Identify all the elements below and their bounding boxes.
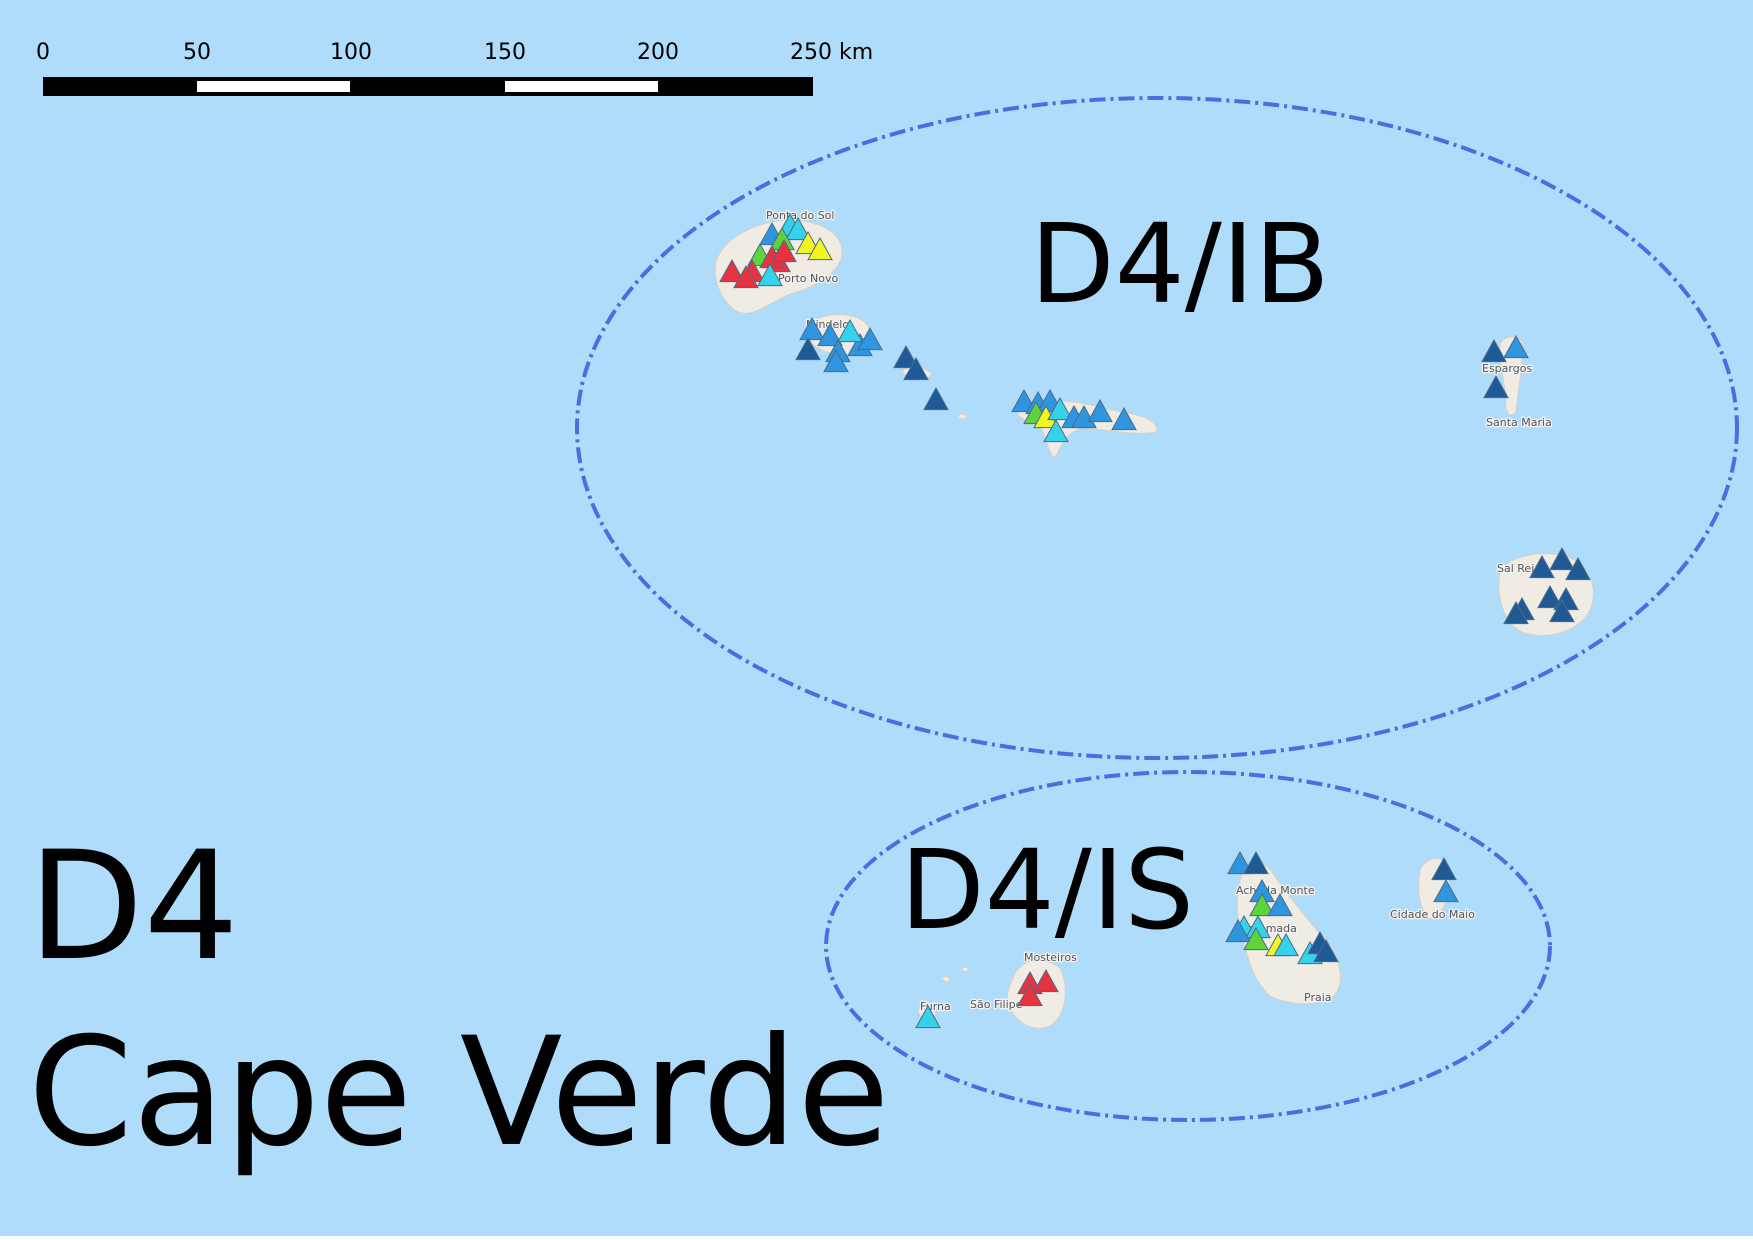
scale-bar-segment-white	[197, 81, 350, 92]
triangle-marker-icon[interactable]	[915, 1004, 941, 1029]
triangle-marker-icon[interactable]	[771, 238, 797, 263]
triangle-marker-icon[interactable]	[1433, 878, 1459, 903]
triangle-marker-icon[interactable]	[719, 258, 745, 283]
triangle-marker-icon[interactable]	[1503, 334, 1529, 359]
triangle-marker-icon[interactable]	[857, 326, 883, 351]
triangle-marker-icon[interactable]	[1431, 856, 1457, 881]
triangle-marker-icon[interactable]	[1033, 968, 1059, 993]
triangle-marker-icon[interactable]	[903, 356, 929, 381]
place-label-furna: Furna	[920, 1000, 951, 1013]
region-label-is: D4/IS	[900, 826, 1194, 954]
scale-tick-label: 150	[484, 40, 526, 65]
place-label-sao-filipe: São Filipe	[970, 998, 1023, 1011]
place-label-mosteiros: Mosteiros	[1024, 951, 1077, 964]
islet	[941, 975, 951, 983]
triangle-marker-icon[interactable]	[733, 264, 759, 289]
triangle-marker-icon[interactable]	[837, 318, 863, 343]
triangle-marker-icon[interactable]	[823, 348, 849, 373]
triangle-marker-icon[interactable]	[757, 262, 783, 287]
triangle-marker-icon[interactable]	[1243, 926, 1269, 951]
triangle-marker-icon[interactable]	[1249, 892, 1275, 917]
islet	[961, 966, 969, 972]
place-label-santa-maria: Santa Maria	[1486, 416, 1552, 429]
triangle-marker-icon[interactable]	[1549, 546, 1575, 571]
triangle-marker-icon[interactable]	[1087, 398, 1113, 423]
place-label-porto-novo: Porto Novo	[778, 272, 839, 285]
place-label-achada-monte: Achada Monte	[1236, 884, 1315, 897]
triangle-marker-icon[interactable]	[1111, 406, 1137, 431]
triangle-marker-icon[interactable]	[1017, 982, 1043, 1007]
station-markers	[719, 212, 1591, 1029]
scale-tick-label: 50	[183, 40, 211, 65]
triangle-marker-icon[interactable]	[1047, 396, 1073, 421]
triangle-marker-icon[interactable]	[807, 236, 833, 261]
triangle-marker-icon[interactable]	[1503, 600, 1529, 625]
map-title-line1: D4	[28, 820, 239, 994]
place-label-cidade-do-maio: Cidade do Maio	[1390, 908, 1475, 921]
islet	[957, 413, 967, 420]
region-boundary-is[interactable]	[824, 770, 1552, 1122]
scale-tick-label: 200	[637, 40, 679, 65]
triangle-marker-icon[interactable]	[1481, 338, 1507, 363]
triangle-marker-icon[interactable]	[1313, 938, 1339, 963]
triangle-marker-icon[interactable]	[1267, 892, 1293, 917]
triangle-marker-icon[interactable]	[893, 344, 919, 369]
island-fogo	[1007, 960, 1066, 1029]
scale-bar-segment-white	[505, 81, 658, 92]
triangle-marker-icon[interactable]	[1529, 554, 1555, 579]
place-label-ponta-do-sol: Ponta do Sol	[766, 209, 834, 222]
triangle-marker-icon[interactable]	[1549, 598, 1575, 623]
place-label-sal-rei: Sal Rei	[1497, 562, 1534, 575]
scale-bar: 0 50 100 150 200 250 km	[36, 40, 873, 96]
triangle-marker-icon[interactable]	[1273, 932, 1299, 957]
triangle-marker-icon[interactable]	[1043, 418, 1069, 443]
triangle-marker-icon[interactable]	[785, 216, 811, 241]
triangle-marker-icon[interactable]	[1071, 404, 1097, 429]
scale-tick-label: 0	[36, 40, 50, 65]
scale-tick-label: 100	[330, 40, 372, 65]
triangle-marker-icon[interactable]	[799, 316, 825, 341]
triangle-marker-icon[interactable]	[817, 322, 843, 347]
triangle-marker-icon[interactable]	[1483, 374, 1509, 399]
map-title-line2: Cape Verde	[28, 1006, 890, 1180]
scale-bar-outline	[43, 77, 813, 96]
region-label-ib: D4/IB	[1030, 200, 1330, 328]
place-label-espargos: Espargos	[1482, 362, 1532, 375]
triangle-marker-icon[interactable]	[923, 386, 949, 411]
triangle-marker-icon[interactable]	[1537, 584, 1563, 609]
scale-tick-label: 250 km	[790, 40, 873, 65]
place-label-praia: Praia	[1304, 991, 1332, 1004]
triangle-marker-icon[interactable]	[1227, 850, 1253, 875]
triangle-marker-icon[interactable]	[1225, 918, 1251, 943]
triangle-marker-icon[interactable]	[795, 336, 821, 361]
triangle-marker-icon[interactable]	[1243, 850, 1269, 875]
region-boundary-ib[interactable]	[575, 96, 1739, 760]
triangle-marker-icon[interactable]	[1565, 556, 1591, 581]
